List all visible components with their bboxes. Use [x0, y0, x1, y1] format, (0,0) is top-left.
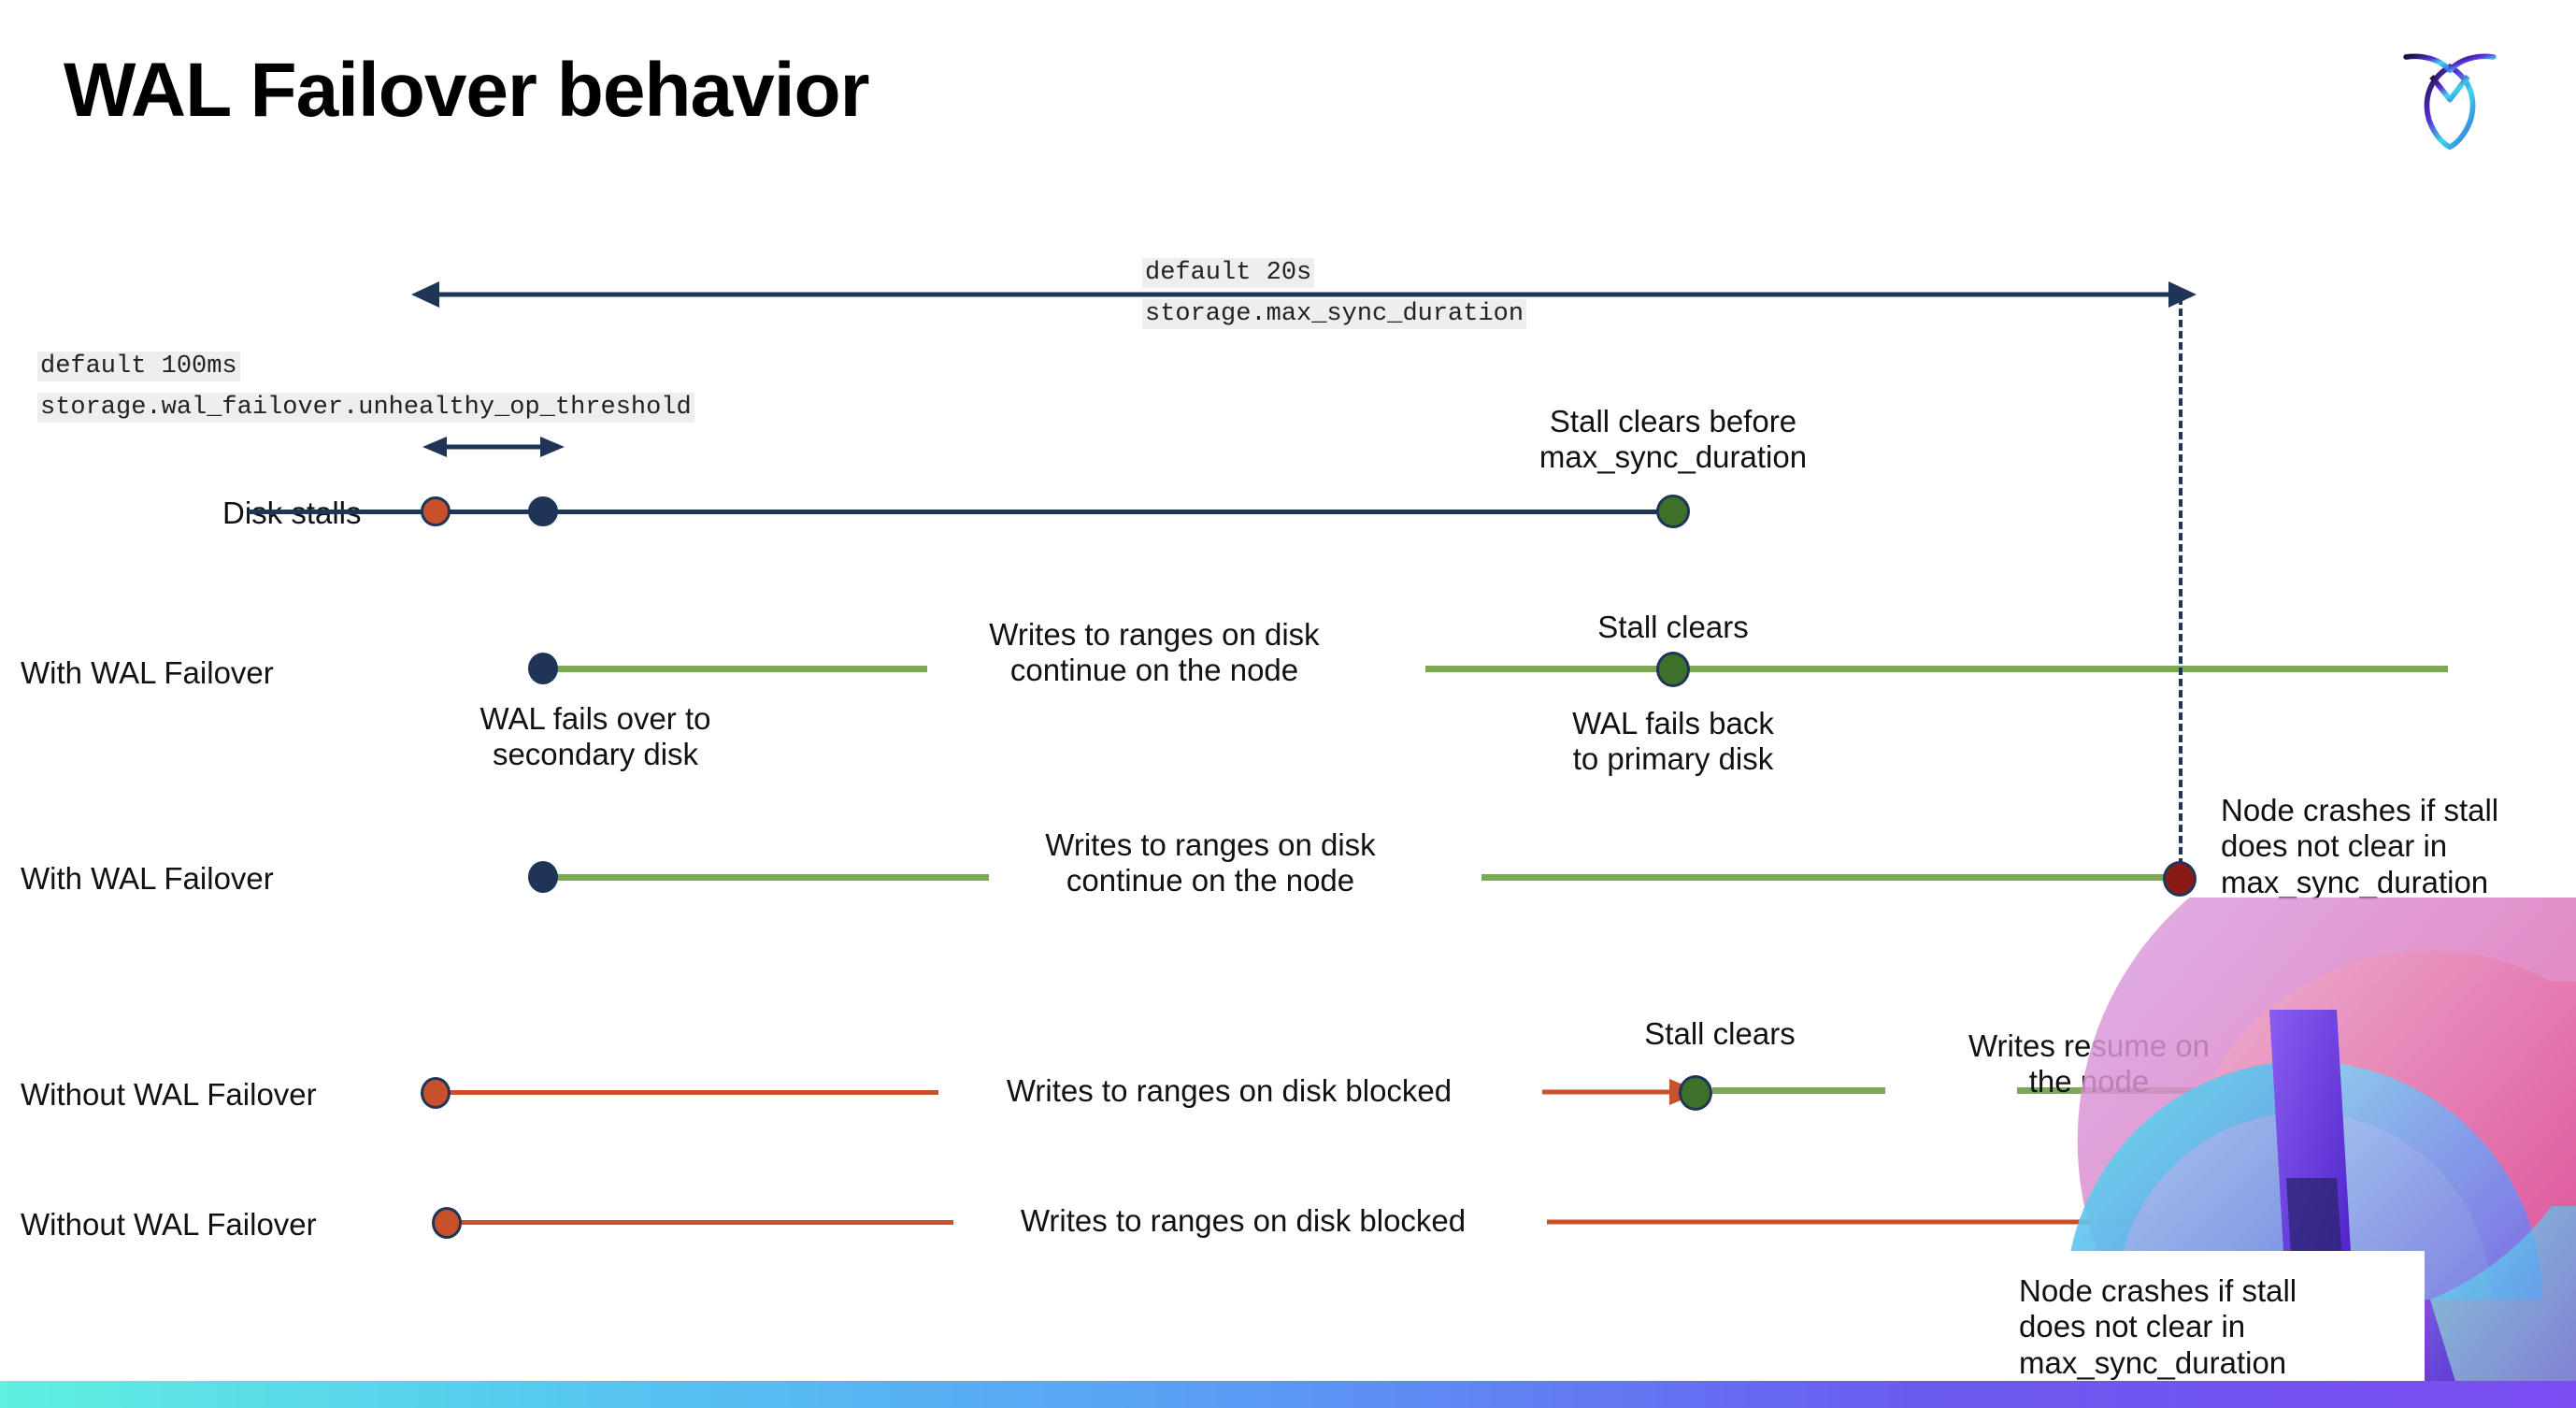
- node-crash-dot-row3: [2163, 861, 2197, 897]
- note-stall-clears-row4: Stall clears: [1644, 1016, 1796, 1051]
- note-line: Node crashes if stall: [2019, 1273, 2297, 1308]
- wal-failover-start-dot-row3: [528, 861, 558, 893]
- wal-failover-trigger-dot: [528, 496, 558, 526]
- note-line: continue on the node: [1066, 863, 1355, 898]
- stall-clears-dot-row2: [1656, 652, 1690, 687]
- wal-failover-start-dot-row2: [528, 653, 558, 684]
- note-writes-resume: Writes resume on the node: [1916, 1028, 2262, 1100]
- max-sync-setting-name: storage.max_sync_duration: [1142, 299, 1527, 329]
- page-title: WAL Failover behavior: [64, 48, 870, 133]
- max-sync-duration-span-arrow: [411, 281, 2197, 308]
- note-line: Writes to ranges on disk: [989, 617, 1320, 652]
- disk-stall-start-dot: [421, 496, 451, 526]
- note-line: Writes resume on: [1968, 1028, 2210, 1063]
- with-failover-1-segment-b: [1425, 666, 2448, 672]
- stall-clears-dot-row1: [1656, 495, 1690, 528]
- note-line: secondary disk: [492, 737, 699, 772]
- note-wal-fails-back: WAL fails back to primary disk: [1510, 706, 1837, 778]
- cockroachdb-logo-icon: [2389, 33, 2511, 154]
- note-writes-blocked-row4: Writes to ranges on disk blocked: [1006, 1073, 1453, 1108]
- stall-clears-dot-row4: [1679, 1075, 1712, 1111]
- note-line: continue on the node: [1009, 653, 1299, 688]
- without-failover-1-blocked-a: [449, 1090, 938, 1095]
- note-node-crashes-row5: Node crashes if stall does not clear in …: [2019, 1273, 2411, 1381]
- note-line: Stall clears before: [1549, 404, 1797, 438]
- note-line: does not clear in: [2221, 828, 2448, 864]
- note-line: max_sync_duration: [2019, 1344, 2287, 1380]
- max-sync-default-label: default 20s: [1142, 258, 1315, 288]
- disk-stall-start-dot-row5: [432, 1207, 462, 1239]
- disk-stall-start-dot-row4: [421, 1077, 451, 1109]
- note-line: max_sync_duration: [2221, 864, 2489, 899]
- note-line: Node crashes if stall: [2221, 793, 2499, 827]
- note-line: the node: [2028, 1064, 2150, 1099]
- note-line: WAL fails over to: [479, 701, 711, 736]
- unhealthy-op-default-label: default 100ms: [37, 352, 240, 381]
- note-wal-fails-over: WAL fails over to secondary disk: [432, 701, 759, 773]
- note-line: to primary disk: [1572, 741, 1774, 777]
- note-stall-clears-before: Stall clears before max_sync_duration: [1486, 404, 1860, 476]
- without-failover-1-blocked-arrow: [1542, 1079, 1701, 1105]
- note-writes-continue-row2: Writes to ranges on disk continue on the…: [935, 617, 1374, 689]
- without-failover-1-resume-a: [1712, 1087, 1885, 1094]
- disk-stalls-timeline: [249, 510, 1679, 514]
- with-failover-2-segment-b: [1481, 874, 2181, 881]
- bottom-gradient-bar: [0, 1381, 2576, 1408]
- row-label-without-wal-failover-1: Without WAL Failover: [21, 1077, 317, 1112]
- row-label-with-wal-failover-1: With WAL Failover: [21, 655, 274, 690]
- note-line: does not clear in: [2019, 1309, 2246, 1344]
- unhealthy-op-setting-name: storage.wal_failover.unhealthy_op_thresh…: [37, 393, 694, 423]
- with-failover-1-segment-a: [540, 666, 927, 672]
- max-sync-deadline-connector: [2179, 297, 2182, 877]
- with-failover-2-segment-a: [540, 874, 989, 881]
- without-failover-2-blocked-a: [458, 1220, 953, 1225]
- note-writes-blocked-row5: Writes to ranges on disk blocked: [1020, 1203, 1467, 1238]
- unhealthy-op-threshold-span-arrow: [422, 437, 565, 457]
- note-writes-continue-row3: Writes to ranges on disk continue on the…: [991, 827, 1430, 899]
- note-stall-clears-row2: Stall clears: [1597, 610, 1749, 644]
- row-label-without-wal-failover-2: Without WAL Failover: [21, 1207, 317, 1242]
- note-line: WAL fails back: [1572, 706, 1774, 740]
- row-label-with-wal-failover-2: With WAL Failover: [21, 861, 274, 896]
- note-line: Writes to ranges on disk: [1045, 827, 1376, 862]
- without-failover-2-blocked-arrow: [1547, 1209, 2164, 1235]
- node-crash-dot-row5: [2156, 1204, 2190, 1240]
- note-line: max_sync_duration: [1538, 439, 1808, 475]
- note-node-crashes-row3: Node crashes if stall does not clear in …: [2221, 793, 2576, 900]
